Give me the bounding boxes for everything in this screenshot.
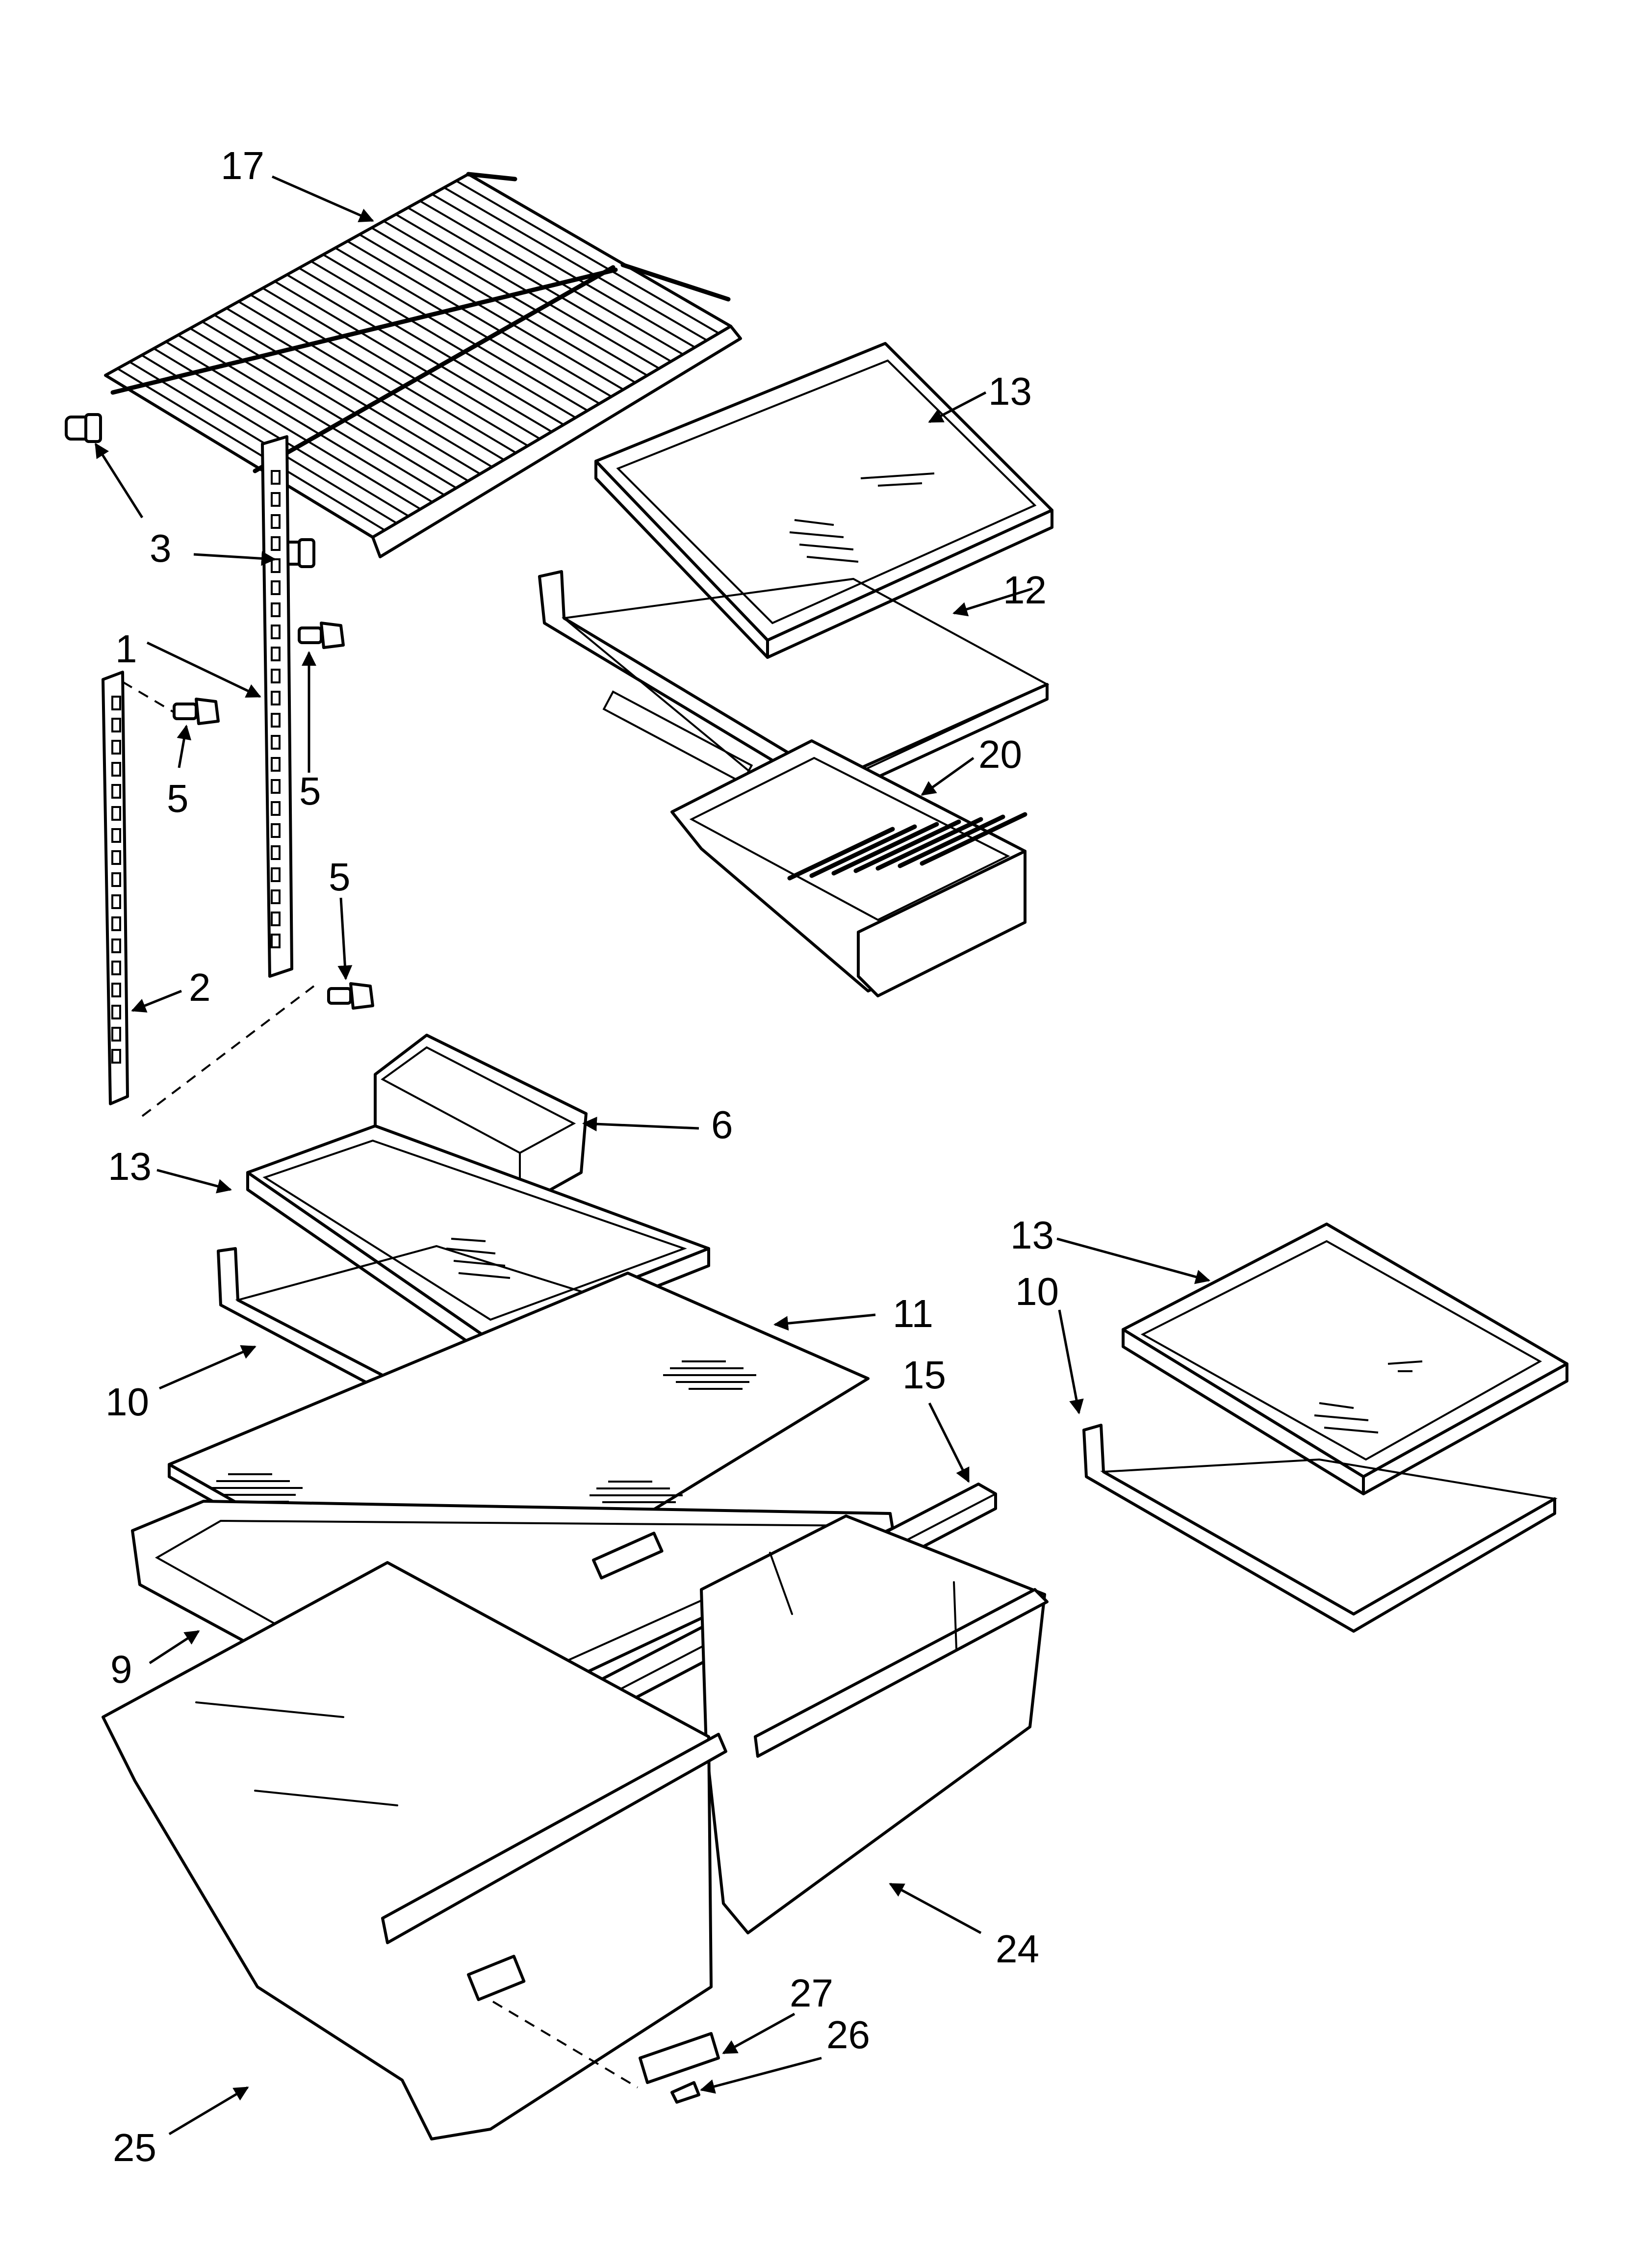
callout-1: 1: [115, 627, 137, 671]
glass-shelf-right: [1122, 1223, 1568, 1495]
shelf-support-rail-left: [102, 671, 129, 1105]
callout-27: 27: [790, 1971, 833, 2015]
callout-13: 13: [988, 369, 1032, 413]
leader-lines: [94, 175, 1210, 2136]
crisper-drawer-left: [102, 1561, 727, 2140]
callout-11: 11: [893, 1292, 933, 1335]
label-clip: [670, 2081, 700, 2104]
screw: [298, 622, 345, 649]
callout-12: 12: [1003, 568, 1047, 612]
callout-5: 5: [299, 769, 321, 813]
screw: [173, 698, 220, 725]
crisper-drawer-right: [700, 1514, 1049, 1934]
glass-shelf-top: [594, 342, 1053, 659]
callout-5: 5: [329, 855, 351, 899]
callout-25: 25: [113, 2126, 156, 2169]
callout-17: 17: [221, 144, 264, 187]
callout-9: 9: [110, 1647, 132, 1691]
callout-13: 13: [108, 1145, 152, 1188]
shelf-support-rail-right: [261, 435, 293, 978]
callout-5: 5: [167, 777, 189, 820]
callout-6: 6: [711, 1103, 733, 1147]
label-holder: [639, 2032, 720, 2084]
callout-2: 2: [189, 965, 211, 1009]
screw: [327, 982, 374, 1010]
callout-13: 13: [1010, 1213, 1054, 1257]
deli-pan: [670, 739, 1027, 997]
callout-26: 26: [826, 2013, 870, 2057]
callout-10: 10: [105, 1380, 149, 1424]
shelf-frame-right: [1082, 1424, 1558, 1633]
shelf-end-cap: [65, 413, 102, 443]
callout-3: 3: [150, 526, 172, 570]
callout-20: 20: [978, 732, 1022, 776]
callout-24: 24: [996, 1927, 1039, 1971]
callout-10: 10: [1015, 1270, 1059, 1313]
callout-15: 15: [902, 1353, 946, 1397]
